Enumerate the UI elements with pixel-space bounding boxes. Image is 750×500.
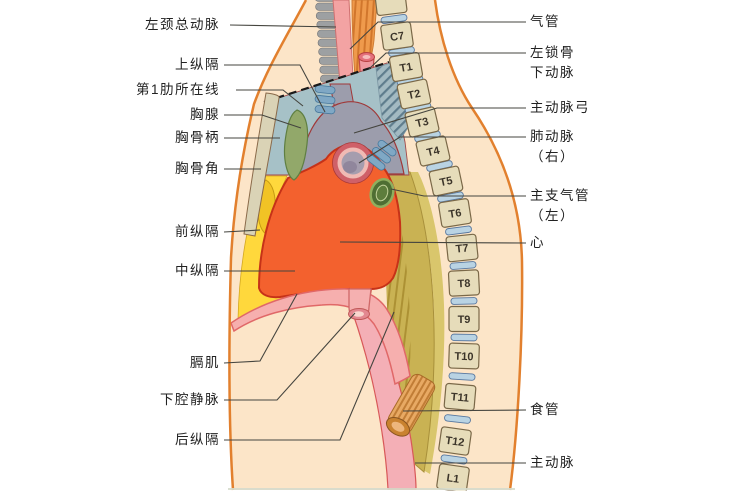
vertebra-label: L1 (446, 472, 460, 486)
label-line1: 肺动脉 (530, 129, 575, 144)
body-outline-back (433, 0, 524, 491)
thymus-shape (283, 109, 309, 181)
vertebra-label: T3 (415, 116, 430, 131)
vertebra-body (438, 426, 472, 456)
label-sternal-angle: 胸骨角 (175, 161, 220, 176)
label-manubrium: 胸骨柄 (175, 130, 220, 145)
label-aortic-arch: 主动脉弓 (530, 100, 590, 115)
pointer-lines (223, 21, 527, 464)
vertebra-label: T12 (445, 435, 465, 450)
bottom-fade (0, 490, 750, 500)
label-trachea: 气管 (530, 14, 560, 29)
label-aorta: 主动脉 (530, 455, 575, 470)
esophagus-tube (385, 373, 436, 437)
label-posterior-mediastinum: 后纵隔 (175, 432, 220, 447)
vertebra-label: C7 (389, 30, 405, 44)
label-thymus: 胸腺 (190, 107, 220, 122)
label-superior-mediastinum: 上纵隔 (175, 57, 220, 72)
label-first-rib-line: 第1肋所在线 (135, 82, 220, 97)
intervertebral-disc (448, 372, 476, 381)
label-line2: 下动脉 (530, 65, 575, 80)
vertebra-body (380, 21, 414, 51)
vertebra-body (445, 233, 479, 263)
label-anterior-mediastinum: 前纵隔 (175, 224, 220, 239)
inferior-vena-cava-tube (348, 288, 372, 320)
label-esophagus: 食管 (530, 402, 560, 417)
vertebra-stub (374, 0, 408, 17)
label-line1: 主支气管 (530, 188, 590, 203)
intervertebral-disc (444, 414, 471, 424)
label-left-main-bronchus: 主支气管 （左） (530, 186, 590, 226)
vertebra-body (448, 342, 480, 370)
label-heart: 心 (530, 235, 545, 250)
label-line1: 左锁骨 (530, 45, 575, 60)
intervertebral-disc (449, 261, 477, 270)
first-rib-dashed-line (263, 60, 390, 104)
right-pulmonary-artery-ring (332, 142, 374, 184)
vertebra-label: T5 (439, 175, 454, 189)
vertebra-label: T6 (448, 207, 463, 221)
vertebra-body (438, 198, 472, 228)
intervertebral-disc (450, 297, 478, 305)
sternum-bar (243, 92, 280, 237)
label-middle-mediastinum: 中纵隔 (175, 263, 220, 278)
trachea-thoracic-rings (314, 84, 336, 115)
label-line2: （左） (530, 208, 575, 223)
body-outline-front (228, 0, 308, 491)
vertebra-body (388, 51, 424, 83)
vertebra-label: T1 (399, 61, 414, 75)
vertebra-body (443, 382, 477, 412)
vertebra-body (436, 463, 470, 493)
label-line2: （右） (530, 149, 575, 164)
vertebra-label: T2 (407, 88, 422, 102)
intervertebral-disc (437, 191, 464, 203)
vertebra-label: T10 (454, 351, 473, 364)
vertebra-label: T9 (458, 314, 471, 326)
vertebra-body (415, 135, 451, 167)
vertebra-body (396, 78, 432, 110)
vertebra-body (428, 165, 464, 197)
intervertebral-disc (445, 225, 472, 236)
vertebra-label: T8 (457, 278, 470, 291)
label-diaphragm: 膈肌 (190, 355, 220, 370)
label-left-common-carotid-artery: 左颈总动脉 (145, 17, 220, 32)
label-right-pulmonary-artery: 肺动脉 （右） (530, 127, 575, 167)
label-left-subclavian-artery: 左锁骨 下动脉 (530, 43, 575, 83)
label-inferior-vena-cava: 下腔静脉 (160, 392, 220, 407)
vertebra-label: T11 (450, 391, 469, 405)
vertebra-body (447, 269, 481, 297)
vertebra-body (448, 305, 480, 333)
vertebra-label: T7 (455, 242, 469, 255)
intervertebral-disc (450, 333, 478, 342)
vertebra-label: T4 (426, 144, 442, 159)
